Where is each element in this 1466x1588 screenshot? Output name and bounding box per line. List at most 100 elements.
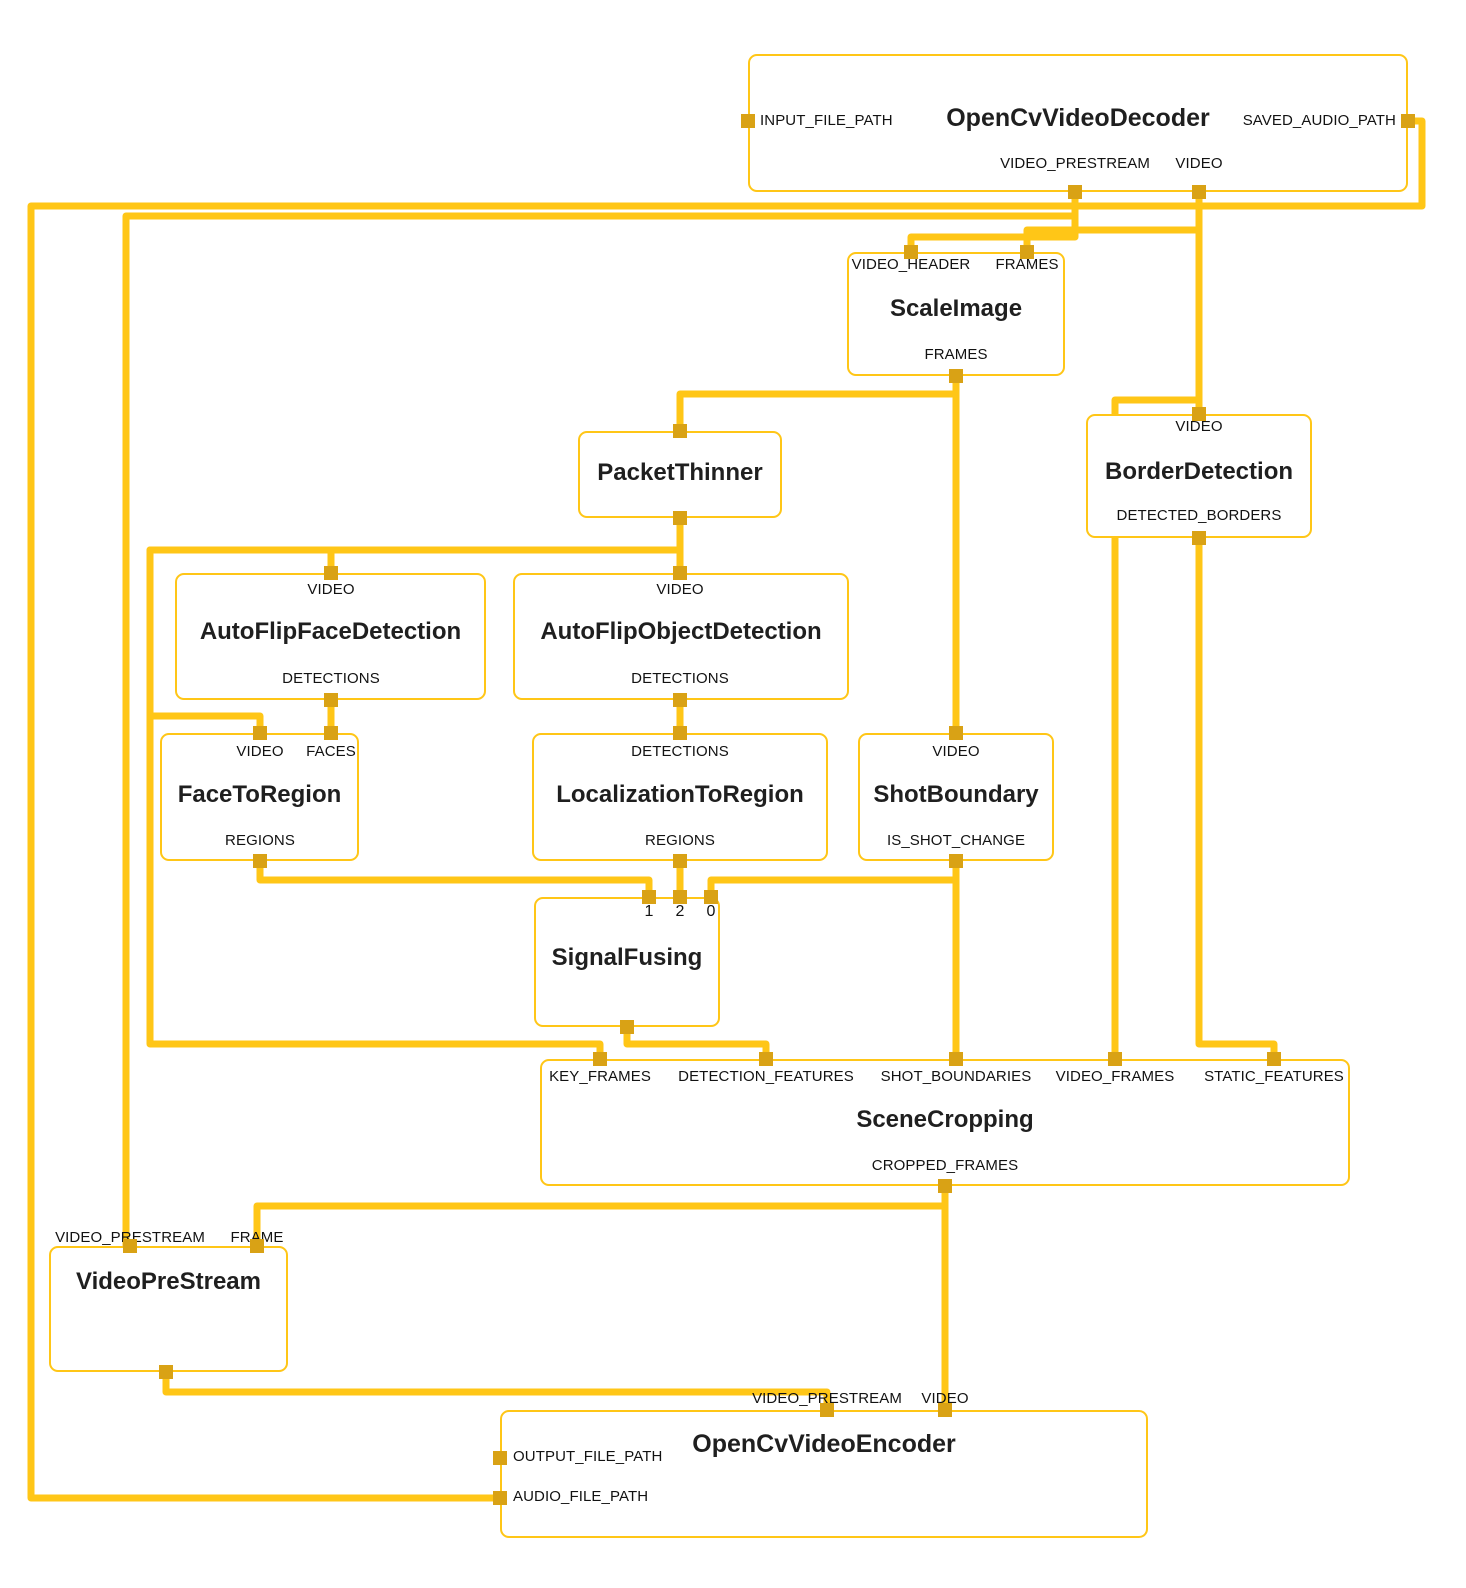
output-port-opencv_video_decoder-SAVED_AUDIO_PATH[interactable] xyxy=(1401,114,1415,128)
input-port-localization_to_region-DETECTIONS[interactable] xyxy=(673,726,687,740)
node-title-localization_to_region: LocalizationToRegion xyxy=(556,781,804,808)
input-port-signal_fusing-2[interactable] xyxy=(673,890,687,904)
node-title-packet_thinner: PacketThinner xyxy=(597,459,763,486)
node-title-scale_image: ScaleImage xyxy=(889,295,1023,322)
edge xyxy=(327,546,684,577)
node-signal_fusing[interactable] xyxy=(534,897,720,1027)
input-port-signal_fusing-0[interactable] xyxy=(704,890,718,904)
input-label-scene_cropping-STATIC_FEATURES: STATIC_FEATURES xyxy=(1204,1068,1344,1085)
input-label-face_to_region-VIDEO: VIDEO xyxy=(236,743,284,760)
output-label-shot_boundary-IS_SHOT_CHANGE: IS_SHOT_CHANGE xyxy=(886,832,1026,849)
node-title-signal_fusing: SignalFusing xyxy=(551,944,703,971)
input-port-shot_boundary-VIDEO[interactable] xyxy=(949,726,963,740)
output-label-face_to_region-REGIONS: REGIONS xyxy=(225,832,295,849)
input-port-face_to_region-FACES[interactable] xyxy=(324,726,338,740)
output-port-autoflip_object_detection-DETECTIONS[interactable] xyxy=(673,693,687,707)
input-port-scene_cropping-DETECTION_FEATURES[interactable] xyxy=(759,1052,773,1066)
output-port-video_pre_stream[interactable] xyxy=(159,1365,173,1379)
node-opencv_video_encoder[interactable] xyxy=(500,1410,1148,1538)
node-shot_boundary[interactable] xyxy=(858,733,1054,861)
node-localization_to_region[interactable] xyxy=(532,733,828,861)
node-title-video_pre_stream: VideoPreStream xyxy=(76,1268,261,1295)
input-label-border_detection-VIDEO: VIDEO xyxy=(1175,418,1223,435)
output-port-autoflip_face_detection-DETECTIONS[interactable] xyxy=(324,693,338,707)
input-label-opencv_video_encoder-VIDEO_PRESTREAM: VIDEO_PRESTREAM xyxy=(752,1390,902,1407)
output-port-localization_to_region-REGIONS[interactable] xyxy=(673,854,687,868)
node-opencv_video_decoder[interactable] xyxy=(748,54,1408,192)
input-label-localization_to_region-DETECTIONS: DETECTIONS xyxy=(631,743,729,760)
input-port-face_to_region-VIDEO[interactable] xyxy=(253,726,267,740)
input-label-opencv_video_encoder-VIDEO: VIDEO xyxy=(921,1390,969,1407)
node-title-border_detection: BorderDetection xyxy=(1104,458,1294,485)
edge xyxy=(1023,188,1203,256)
output-port-packet_thinner[interactable] xyxy=(673,511,687,525)
input-label-opencv_video_decoder-INPUT_FILE_PATH: INPUT_FILE_PATH xyxy=(760,112,893,129)
node-face_to_region[interactable] xyxy=(160,733,359,861)
input-port-scene_cropping-STATIC_FEATURES[interactable] xyxy=(1267,1052,1281,1066)
output-label-scene_cropping-CROPPED_FRAMES: CROPPED_FRAMES xyxy=(871,1157,1019,1174)
output-port-border_detection-DETECTED_BORDERS[interactable] xyxy=(1192,531,1206,545)
input-label-scene_cropping-VIDEO_FRAMES: VIDEO_FRAMES xyxy=(1055,1068,1175,1085)
input-label-opencv_video_encoder-OUTPUT_FILE_PATH: OUTPUT_FILE_PATH xyxy=(513,1448,663,1465)
output-port-opencv_video_decoder-VIDEO_PRESTREAM[interactable] xyxy=(1068,185,1082,199)
edge xyxy=(162,1368,831,1414)
output-port-opencv_video_decoder-VIDEO[interactable] xyxy=(1192,185,1206,199)
input-port-scene_cropping-SHOT_BOUNDARIES[interactable] xyxy=(949,1052,963,1066)
output-label-border_detection-DETECTED_BORDERS: DETECTED_BORDERS xyxy=(1116,507,1282,524)
node-scale_image[interactable] xyxy=(847,252,1065,376)
input-port-signal_fusing-1[interactable] xyxy=(642,890,656,904)
output-label-opencv_video_decoder-VIDEO: VIDEO xyxy=(1175,155,1223,172)
output-port-scale_image-FRAMES[interactable] xyxy=(949,369,963,383)
node-title-autoflip_object_detection: AutoFlipObjectDetection xyxy=(540,618,822,645)
node-title-face_to_region: FaceToRegion xyxy=(177,781,342,808)
input-port-opencv_video_encoder-VIDEO[interactable] xyxy=(938,1403,952,1417)
input-port-video_pre_stream-FRAME[interactable] xyxy=(250,1239,264,1253)
output-label-autoflip_face_detection-DETECTIONS: DETECTIONS xyxy=(282,670,380,687)
input-label-opencv_video_encoder-AUDIO_FILE_PATH: AUDIO_FILE_PATH xyxy=(513,1488,649,1505)
input-port-scale_image-FRAMES[interactable] xyxy=(1020,245,1034,259)
input-label-scene_cropping-KEY_FRAMES: KEY_FRAMES xyxy=(549,1068,651,1085)
edge xyxy=(1195,534,1278,1063)
edge xyxy=(907,188,1079,256)
output-label-scale_image-FRAMES: FRAMES xyxy=(924,346,988,363)
node-title-opencv_video_decoder: OpenCvVideoDecoder xyxy=(946,104,1210,132)
input-label-scale_image-VIDEO_HEADER: VIDEO_HEADER xyxy=(851,256,971,273)
input-label-scene_cropping-SHOT_BOUNDARIES: SHOT_BOUNDARIES xyxy=(880,1068,1032,1085)
edge xyxy=(1111,188,1203,1063)
input-port-autoflip_object_detection-VIDEO[interactable] xyxy=(673,566,687,580)
input-label-scale_image-FRAMES: FRAMES xyxy=(995,256,1059,273)
output-port-shot_boundary-IS_SHOT_CHANGE[interactable] xyxy=(949,854,963,868)
input-label-signal_fusing-2: 2 xyxy=(675,903,685,920)
input-port-scale_image-VIDEO_HEADER[interactable] xyxy=(904,245,918,259)
output-label-autoflip_object_detection-DETECTIONS: DETECTIONS xyxy=(631,670,729,687)
edge xyxy=(676,372,960,435)
input-label-signal_fusing-0: 0 xyxy=(706,903,716,920)
node-title-opencv_video_encoder: OpenCvVideoEncoder xyxy=(692,1430,956,1458)
input-label-face_to_region-FACES: FACES xyxy=(306,743,356,760)
input-port-scene_cropping-VIDEO_FRAMES[interactable] xyxy=(1108,1052,1122,1066)
output-port-signal_fusing[interactable] xyxy=(620,1020,634,1034)
output-label-opencv_video_decoder-VIDEO_PRESTREAM: VIDEO_PRESTREAM xyxy=(1000,155,1150,172)
output-port-face_to_region-REGIONS[interactable] xyxy=(253,854,267,868)
input-label-autoflip_object_detection-VIDEO: VIDEO xyxy=(656,581,704,598)
edge xyxy=(253,1202,949,1250)
edge xyxy=(707,857,960,901)
input-port-opencv_video_encoder-AUDIO_FILE_PATH[interactable] xyxy=(493,1491,507,1505)
input-label-scene_cropping-DETECTION_FEATURES: DETECTION_FEATURES xyxy=(678,1068,854,1085)
node-video_pre_stream[interactable] xyxy=(49,1246,288,1372)
edge xyxy=(256,857,653,901)
output-port-scene_cropping-CROPPED_FRAMES[interactable] xyxy=(938,1179,952,1193)
input-port-packet_thinner[interactable] xyxy=(673,424,687,438)
input-port-video_pre_stream-VIDEO_PRESTREAM[interactable] xyxy=(123,1239,137,1253)
edge xyxy=(623,1023,770,1063)
input-port-border_detection-VIDEO[interactable] xyxy=(1192,407,1206,421)
input-port-scene_cropping-KEY_FRAMES[interactable] xyxy=(593,1052,607,1066)
input-port-autoflip_face_detection-VIDEO[interactable] xyxy=(324,566,338,580)
input-port-opencv_video_encoder-VIDEO_PRESTREAM[interactable] xyxy=(820,1403,834,1417)
input-port-opencv_video_decoder-INPUT_FILE_PATH[interactable] xyxy=(741,114,755,128)
output-label-opencv_video_decoder-SAVED_AUDIO_PATH: SAVED_AUDIO_PATH xyxy=(1242,112,1396,129)
node-title-autoflip_face_detection: AutoFlipFaceDetection xyxy=(199,618,462,645)
input-label-autoflip_face_detection-VIDEO: VIDEO xyxy=(307,581,355,598)
input-port-opencv_video_encoder-OUTPUT_FILE_PATH[interactable] xyxy=(493,1451,507,1465)
